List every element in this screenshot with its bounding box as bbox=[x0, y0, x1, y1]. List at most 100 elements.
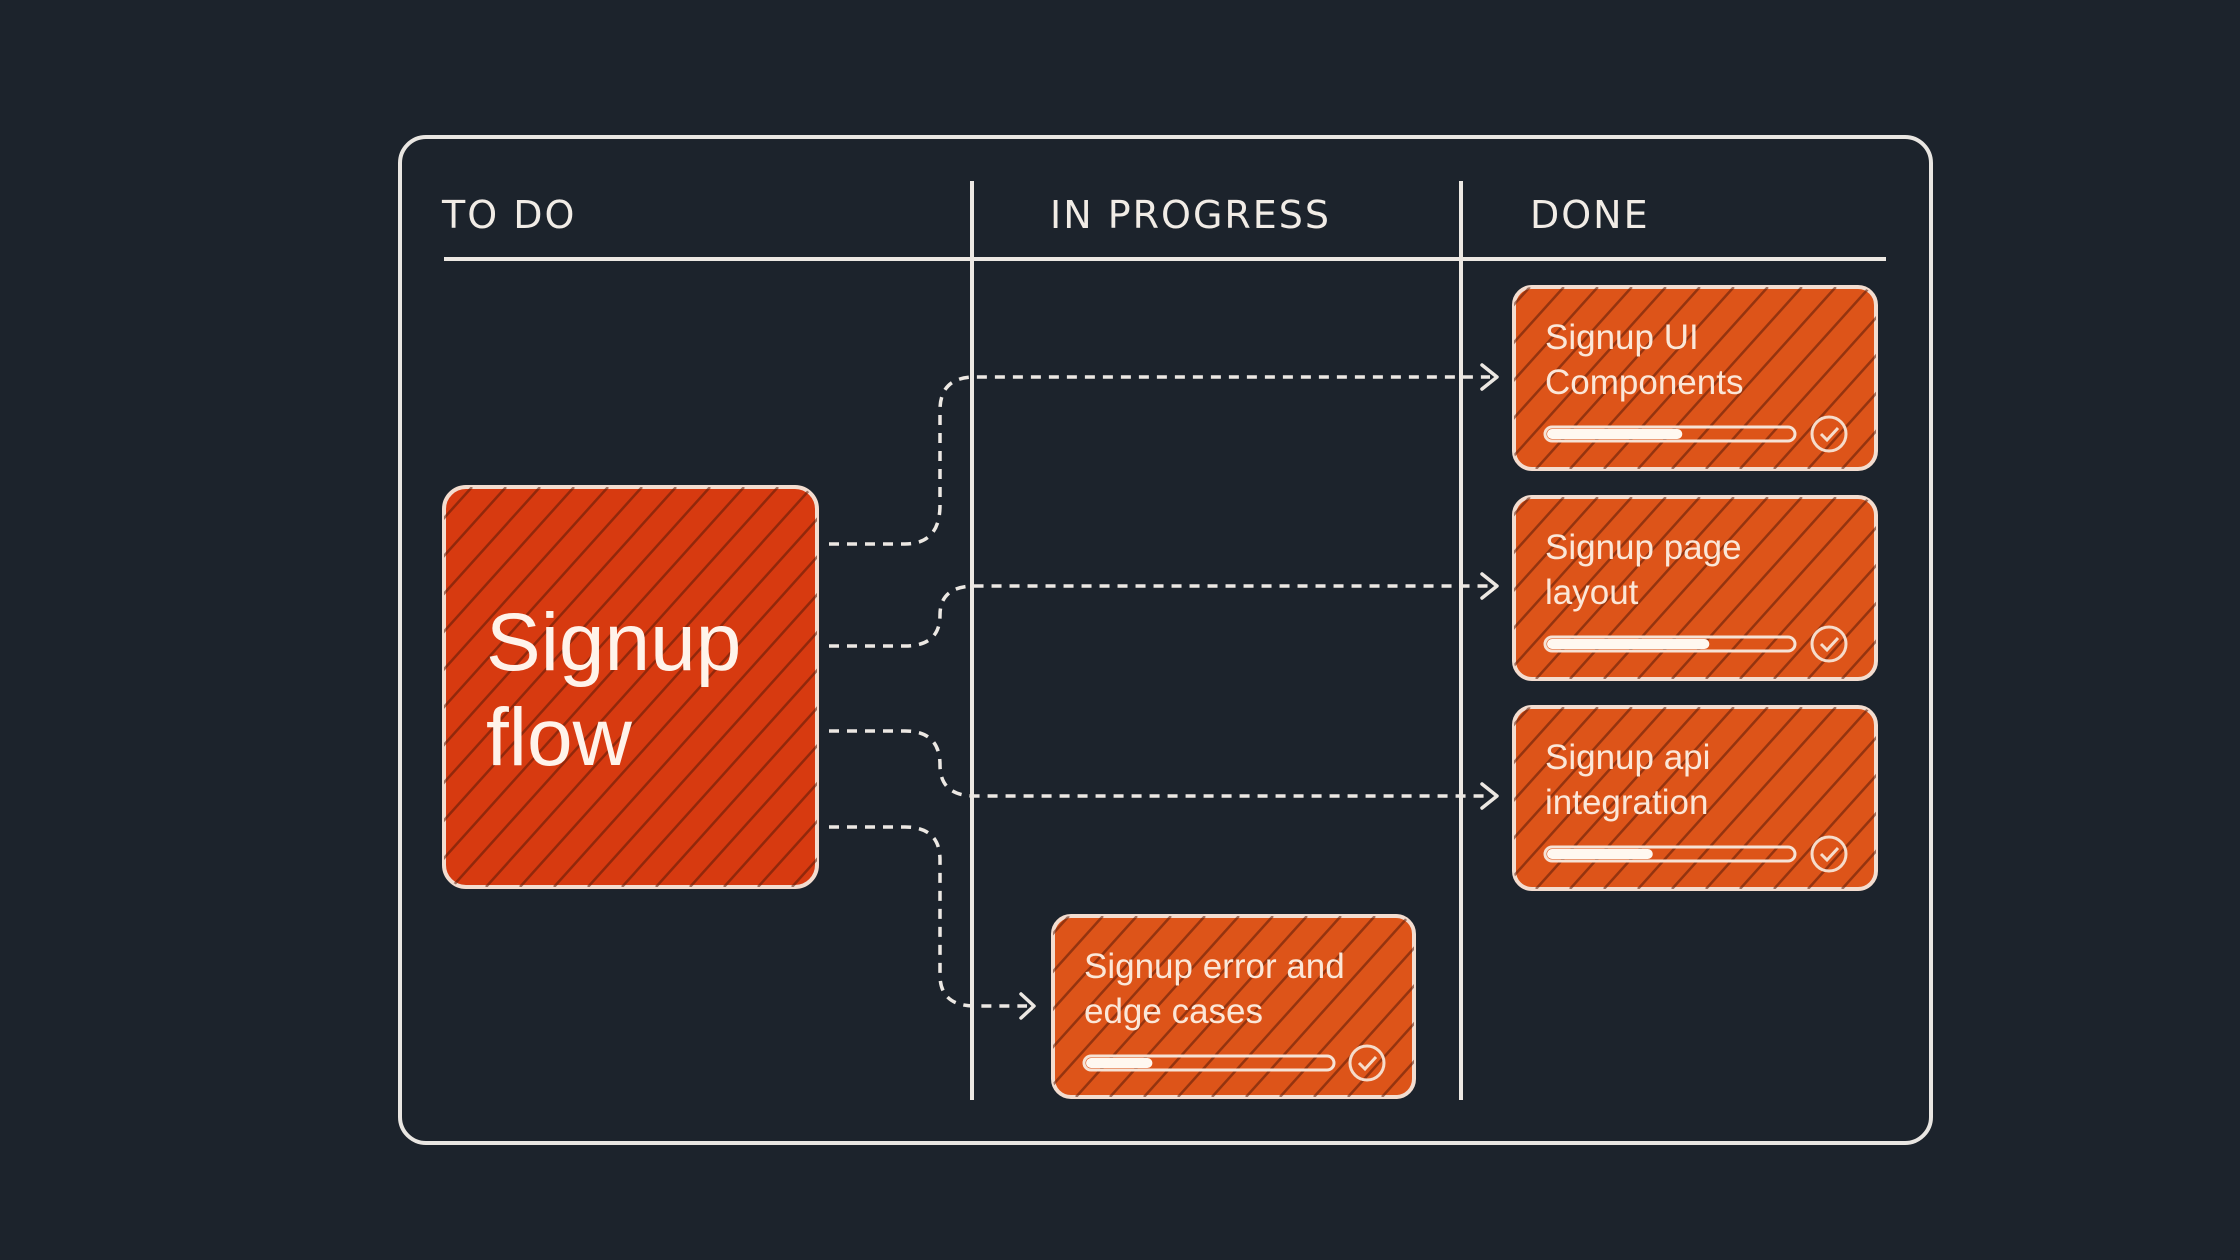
check-circle-icon bbox=[1348, 1044, 1386, 1082]
hatch-stroke bbox=[485, 487, 817, 887]
hatch-stroke bbox=[519, 487, 817, 887]
hatch-stroke bbox=[1514, 497, 1531, 679]
check-circle-icon bbox=[1810, 415, 1848, 453]
hatch-stroke bbox=[444, 487, 745, 887]
hatch-stroke bbox=[1773, 497, 1876, 679]
arrow-head-icon bbox=[1019, 992, 1036, 1020]
hatch-stroke bbox=[1841, 707, 1876, 889]
hatch-stroke bbox=[1211, 916, 1376, 1097]
hatch-stroke bbox=[1705, 287, 1871, 469]
hatch-stroke bbox=[553, 487, 817, 887]
hatch-stroke bbox=[1739, 497, 1876, 679]
task-title-line1: Signup api bbox=[1545, 738, 1710, 777]
hatch-stroke bbox=[1514, 707, 1531, 889]
connector-arrow bbox=[829, 729, 1490, 798]
check-circle-icon bbox=[1810, 835, 1848, 873]
hatch-stroke bbox=[444, 487, 575, 887]
hatch-stroke bbox=[1514, 497, 1599, 679]
progress-bar-track bbox=[1543, 635, 1797, 653]
epic-title-line1: Signup bbox=[486, 597, 741, 688]
arrow-head-icon bbox=[1480, 572, 1499, 600]
hatch-stroke bbox=[1841, 497, 1876, 679]
hatch-stroke bbox=[1705, 707, 1871, 889]
task-card[interactable]: Signup api integration bbox=[1332, 705, 2006, 891]
hatch-stroke bbox=[1514, 287, 1565, 469]
task-title-line2: Components bbox=[1545, 363, 1743, 402]
task-card[interactable]: Signup error and edge cases bbox=[872, 914, 1545, 1099]
connector-arrow bbox=[829, 375, 1490, 546]
arrow-head-icon bbox=[1480, 782, 1499, 810]
progress-bar-fill bbox=[1547, 639, 1710, 649]
hatch-stroke bbox=[1313, 916, 1414, 1097]
hatch-stroke bbox=[1053, 916, 1104, 1097]
task-title-line2: edge cases bbox=[1084, 992, 1263, 1031]
hatch-stroke bbox=[1739, 287, 1876, 469]
hatch-stroke bbox=[1514, 497, 1565, 679]
hatch-stroke bbox=[1514, 707, 1633, 889]
progress-bar-track bbox=[1543, 845, 1797, 863]
progress-bar-fill bbox=[1086, 1058, 1153, 1068]
hatch-stroke bbox=[444, 487, 711, 887]
hatch-stroke bbox=[1514, 497, 1633, 679]
hatch-stroke bbox=[1514, 287, 1667, 469]
hatch-stroke bbox=[1637, 707, 1803, 889]
task-title-line1: Signup error and bbox=[1084, 947, 1345, 986]
connector-arrow bbox=[829, 825, 1027, 1008]
hatch-stroke bbox=[1773, 287, 1876, 469]
hatch-stroke bbox=[1807, 497, 1876, 679]
hatch-stroke bbox=[444, 487, 609, 887]
hatch-stroke bbox=[1332, 707, 1496, 889]
hatch-stroke bbox=[1514, 707, 1565, 889]
hatch-stroke bbox=[444, 487, 507, 887]
hatch-stroke bbox=[1053, 916, 1172, 1097]
hatch-stroke bbox=[451, 487, 813, 887]
hatch-stroke bbox=[78, 487, 438, 887]
progress-bar-track bbox=[1543, 425, 1797, 443]
column-header-todo: TO DO bbox=[441, 193, 576, 237]
hatch-stroke bbox=[1773, 707, 1876, 889]
hatch-stroke bbox=[1177, 916, 1342, 1097]
hatch-stroke bbox=[1053, 916, 1138, 1097]
hatch-stroke bbox=[444, 487, 779, 887]
hatch-stroke bbox=[444, 487, 541, 887]
connector-arrow bbox=[829, 584, 1490, 648]
hatch-stroke bbox=[1514, 287, 1633, 469]
hatch-stroke bbox=[44, 487, 404, 887]
hatch-stroke bbox=[1671, 707, 1837, 889]
task-title-line1: Signup UI bbox=[1545, 318, 1699, 357]
arrow-head-icon bbox=[1480, 363, 1499, 391]
task-card[interactable]: Signup UI Components bbox=[1332, 285, 2006, 471]
hatch-stroke bbox=[1514, 707, 1667, 889]
hatch-stroke bbox=[1739, 707, 1876, 889]
hatch-stroke bbox=[655, 487, 817, 887]
hatch-stroke bbox=[1279, 916, 1414, 1097]
hatch-stroke bbox=[689, 487, 817, 887]
hatch-stroke bbox=[444, 487, 473, 887]
board-frame bbox=[398, 135, 1933, 1145]
hatch-stroke bbox=[1514, 707, 1599, 889]
progress-bar-fill bbox=[1547, 429, 1683, 439]
task-title-line2: layout bbox=[1545, 573, 1639, 612]
hatch-stroke bbox=[621, 487, 817, 887]
task-title-line1: Signup page bbox=[1545, 528, 1742, 567]
hatch-stroke bbox=[1705, 497, 1871, 679]
hatch-stroke bbox=[1807, 287, 1876, 469]
hatch-stroke bbox=[1514, 497, 1667, 679]
connectors bbox=[829, 363, 1499, 1020]
progress-bar-fill bbox=[1547, 849, 1653, 859]
hatch-stroke bbox=[1807, 707, 1876, 889]
task-card[interactable]: Signup page layout bbox=[1332, 495, 2006, 681]
hatch-stroke bbox=[1514, 287, 1599, 469]
hatch-stroke bbox=[1347, 916, 1414, 1097]
hatch-stroke bbox=[1053, 916, 1206, 1097]
hatch-stroke bbox=[723, 487, 817, 887]
progress-bar-track bbox=[1082, 1054, 1336, 1072]
column-header-done: DONE bbox=[1530, 193, 1650, 237]
hatch-stroke bbox=[872, 916, 1035, 1097]
check-circle-icon bbox=[1810, 625, 1848, 663]
hatch-stroke bbox=[1332, 497, 1496, 679]
epic-card-signup-flow[interactable]: Signup flow bbox=[44, 485, 1152, 889]
hatch-stroke bbox=[1381, 916, 1414, 1097]
task-title-line2: integration bbox=[1545, 783, 1708, 822]
